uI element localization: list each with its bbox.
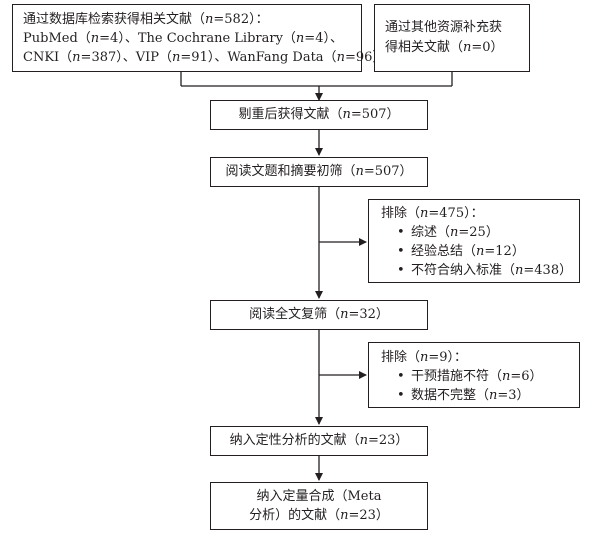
database-search-box: 通过数据库检索获得相关文献（n=582）： PubMed（n=4）、The Co…	[12, 4, 386, 72]
meta-line-1: 纳入定量合成（Meta	[256, 489, 382, 504]
exclusion-box-2: 排除（n=9）： •干预措施不符（n=6） •数据不完整（n=3）	[368, 342, 580, 408]
other-line-1: 通过其他资源补充获	[385, 20, 503, 35]
qualitative-text: 纳入定性分析的文献（n=23）	[229, 433, 409, 448]
exclusion-1-item-experience: •经验总结（n=12）	[397, 244, 525, 259]
title-screen-text: 阅读文题和摘要初筛（n=507）	[225, 164, 413, 179]
exclusion-2-item-intervention: •干预措施不符（n=6）	[397, 369, 543, 384]
search-line-2: PubMed（n=4）、The Cochrane Library（n=4）、	[23, 31, 343, 46]
fulltext-screening-box: 阅读全文复筛（n=32）	[210, 300, 428, 330]
other-line-2: 得相关文献（n=0）	[385, 40, 504, 55]
exclusion-box-1: 排除（n=475）： •综述（n=25） •经验总结（n=12） •不符合纳入标…	[368, 199, 580, 283]
fulltext-text: 阅读全文复筛（n=32）	[249, 307, 389, 322]
exclusion-2-heading: 排除（n=9）：	[381, 350, 468, 365]
meta-line-2: 分析）的文献（n=23）	[249, 508, 389, 523]
exclusion-1-heading: 排除（n=475）：	[381, 206, 484, 221]
exclusion-1-item-criteria: •不符合纳入标准（n=438）	[397, 263, 573, 278]
other-sources-box: 通过其他资源补充获 得相关文献（n=0）	[374, 4, 530, 72]
title-abstract-screening-box: 阅读文题和摘要初筛（n=507）	[210, 157, 428, 187]
search-line-1: 通过数据库检索获得相关文献（n=582）：	[23, 12, 269, 27]
qualitative-analysis-box: 纳入定性分析的文献（n=23）	[210, 426, 428, 456]
dedup-text: 剔重后获得文献（n=507）	[238, 107, 400, 122]
deduplication-box: 剔重后获得文献（n=507）	[210, 100, 428, 130]
exclusion-1-item-review: •综述（n=25）	[397, 225, 499, 240]
search-line-3: CNKI（n=387）、VIP（n=91）、WanFang Data（n=96）	[23, 50, 386, 65]
meta-analysis-box: 纳入定量合成（Meta 分析）的文献（n=23）	[210, 482, 428, 530]
exclusion-2-item-incomplete: •数据不完整（n=3）	[397, 388, 530, 403]
